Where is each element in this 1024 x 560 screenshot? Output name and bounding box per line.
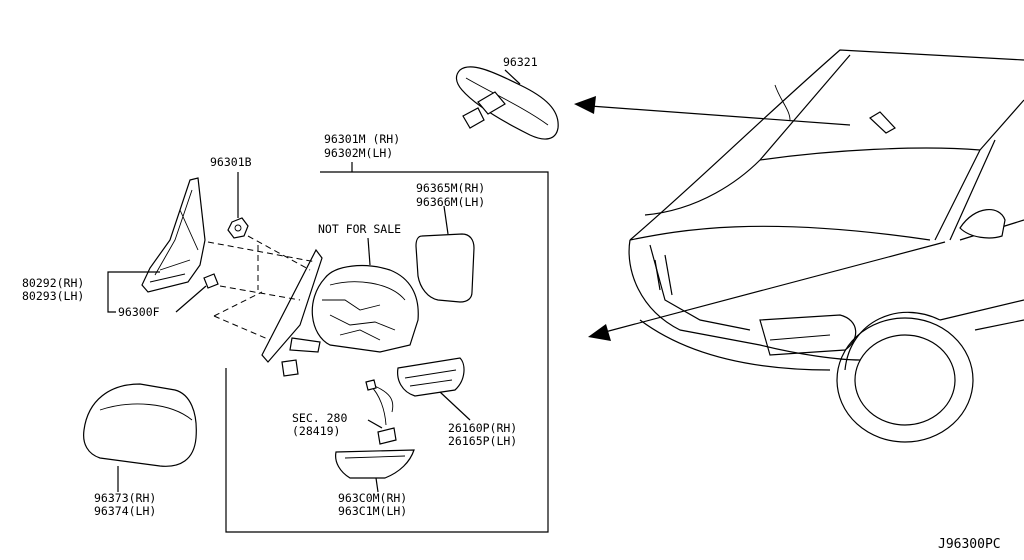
turn-signal-lamp xyxy=(397,357,471,421)
label-96366m-lh: 96366M(LH) xyxy=(416,195,485,209)
label-80293-lh: 80293(LH) xyxy=(22,289,84,303)
wiring-harness xyxy=(365,379,397,445)
label-80292-rh: 80292(RH) xyxy=(22,276,84,290)
label-96374-lh: 96374(LH) xyxy=(94,504,156,518)
label-963c1m-lh: 963C1M(LH) xyxy=(338,504,407,518)
mirror-glass xyxy=(415,205,475,303)
label-96365m-rh: 96365M(RH) xyxy=(416,181,485,195)
label-sec-280: SEC. 280 xyxy=(292,411,347,425)
label-96301b: 96301B xyxy=(210,155,252,169)
mirror-finisher xyxy=(141,177,206,293)
label-26160p-rh: 26160P(RH) xyxy=(448,421,517,435)
label-96301m-rh: 96301M (RH) xyxy=(324,132,400,146)
mirror-lower-cover xyxy=(335,449,415,493)
assembly-guide-lines xyxy=(207,235,317,341)
diagram-code: J96300PC xyxy=(938,537,1001,552)
assembly-frame xyxy=(225,171,549,533)
label-26165p-lh: 26165P(LH) xyxy=(448,434,517,448)
label-96300f: 96300F xyxy=(118,305,160,319)
callout-arrows xyxy=(574,96,946,341)
inside-mirror-96321 xyxy=(455,66,559,140)
label-96302m-lh: 96302M(LH) xyxy=(324,146,393,160)
nut-96301b xyxy=(227,172,249,239)
label-963c0m-rh: 963C0M(RH) xyxy=(338,491,407,505)
label-96321: 96321 xyxy=(503,55,538,69)
label-not-for-sale: NOT FOR SALE xyxy=(318,222,401,236)
door-mirror-assembly xyxy=(261,237,419,377)
clip-96300f xyxy=(175,273,219,313)
label-sec-280-ref: (28419) xyxy=(292,424,340,438)
vehicle-front-illustration xyxy=(628,49,1024,443)
mirror-cover xyxy=(83,383,197,492)
label-96373-rh: 96373(RH) xyxy=(94,491,156,505)
